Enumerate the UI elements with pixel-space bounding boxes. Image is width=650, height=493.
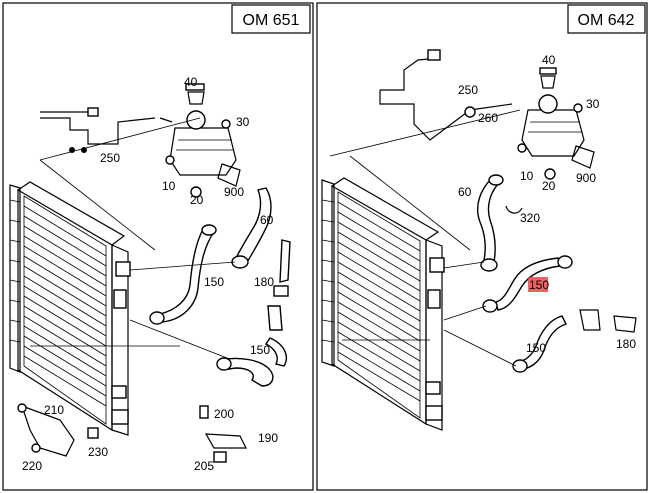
om642-label-30: 30: [586, 97, 600, 111]
panel-om651-title-box: [231, 4, 311, 34]
om642-label-150-upper: 150: [529, 278, 549, 292]
om651-label-20: 20: [190, 193, 204, 207]
om651-label-900: 900: [224, 185, 244, 199]
om651-label-10: 10: [162, 179, 176, 193]
panel-om642-frame: [316, 2, 648, 491]
om651-label-230: 230: [88, 445, 108, 459]
om642-label-60: 60: [458, 185, 472, 199]
om651-label-150-lower: 150: [250, 343, 270, 357]
om651-label-190: 190: [258, 431, 278, 445]
om642-label-900: 900: [576, 171, 596, 185]
om642-label-320: 320: [520, 211, 540, 225]
om642-label-250: 250: [458, 83, 478, 97]
om651-label-60: 60: [260, 213, 274, 227]
om651-label-180: 180: [254, 275, 274, 289]
om651-bleed-line: [39, 107, 201, 251]
om642-label-260: 260: [478, 111, 498, 125]
panel-om651-title: OM 651: [243, 12, 300, 29]
om642-label-10: 10: [520, 169, 534, 183]
om651-label-200: 200: [214, 407, 234, 421]
panel-om642-title-box: [567, 4, 646, 34]
om642-label-40: 40: [542, 53, 556, 67]
om651-label-30: 30: [236, 115, 250, 129]
om651-label-205: 205: [194, 459, 214, 473]
om651-label-210: 210: [44, 403, 64, 417]
om642-coolant-tank: [517, 67, 595, 180]
om651-label-150-upper: 150: [204, 275, 224, 289]
om651-label-220: 220: [22, 459, 42, 473]
panel-om651-frame: [2, 2, 314, 491]
om642-label-150-lower: 150: [526, 341, 546, 355]
om642-radiator: [321, 177, 445, 431]
om651-label-40: 40: [184, 75, 198, 89]
om642-label-180: 180: [616, 337, 636, 351]
om651-radiator: [9, 181, 180, 436]
om651-label-250: 250: [100, 151, 120, 165]
om651-coolant-tank: [159, 83, 241, 198]
om642-hoses: [443, 174, 637, 373]
om651-bottom-parts: [17, 403, 247, 463]
om642-bleed-line: [329, 49, 521, 251]
panel-om642-title: OM 642: [578, 12, 635, 29]
om651-upper-hose: [129, 187, 272, 361]
om642-highlight-150: [528, 277, 548, 292]
om642-label-20: 20: [542, 179, 556, 193]
om651-lower-hoses: [216, 239, 291, 387]
